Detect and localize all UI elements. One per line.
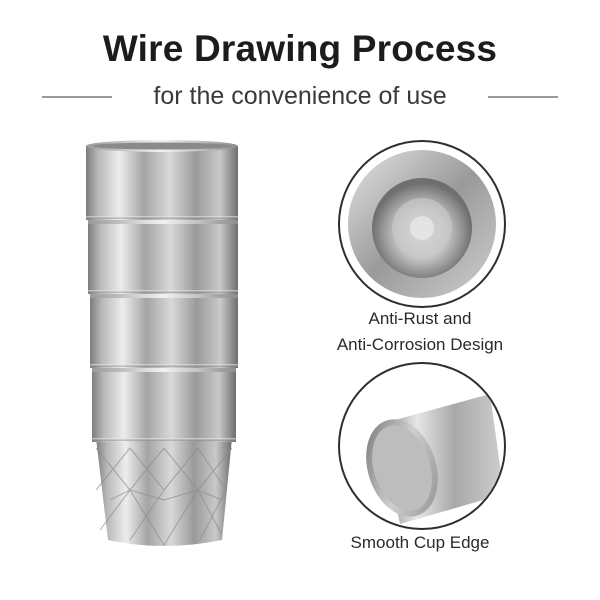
cup-interior-icon: [348, 150, 496, 298]
cup-3: [90, 290, 238, 368]
feature-caption-edge: Smooth Cup Edge: [300, 530, 540, 556]
bottom-cup: [95, 438, 233, 546]
cup-4: [92, 364, 236, 442]
cup-edge-icon: [366, 394, 504, 524]
feature-circle-interior: [338, 140, 506, 308]
divider-left: [42, 96, 112, 98]
cup-2: [88, 216, 238, 294]
feature-circle-edge: [338, 362, 506, 530]
feature-caption-line: Anti-Corrosion Design: [336, 335, 504, 354]
feature-caption-line: Anti-Rust and: [368, 309, 472, 328]
divider-right: [488, 96, 558, 98]
page-title: Wire Drawing Process: [102, 28, 498, 69]
feature-caption-interior: Anti-Rust and Anti-Corrosion Design: [300, 306, 540, 358]
subtitle-row: for the convenience of use: [0, 82, 600, 112]
cup-1: [86, 140, 238, 220]
page-subtitle: for the convenience of use: [153, 82, 447, 110]
feature-caption-line: Smooth Cup Edge: [350, 533, 490, 552]
